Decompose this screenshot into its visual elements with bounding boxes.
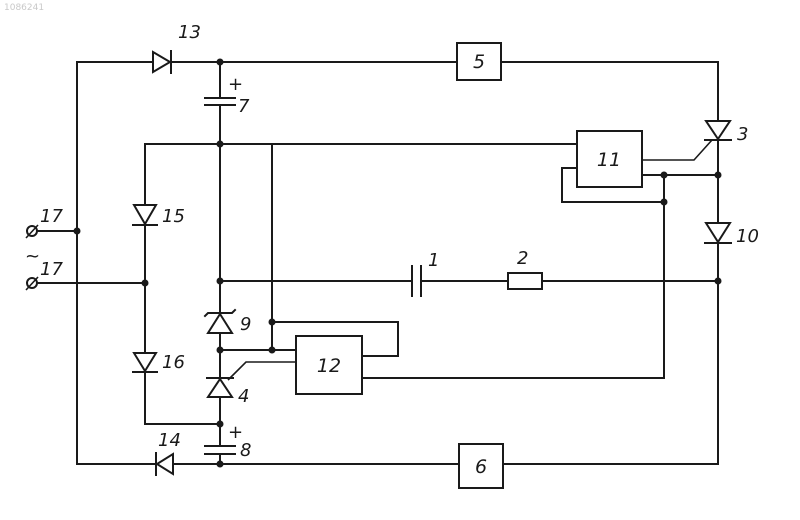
label-17-lower: 17 (40, 259, 63, 280)
zener-9 (205, 310, 235, 333)
capacitor-7 (205, 98, 235, 105)
terminal-17-lower (26, 277, 38, 290)
thyristor-3 (705, 121, 731, 140)
ac-symbol: ~ (25, 246, 40, 267)
label-16: 16 (162, 352, 185, 373)
diode-14 (156, 453, 173, 475)
label-17-upper: 17 (40, 206, 63, 227)
diode-10 (705, 223, 731, 243)
diode-13 (153, 51, 171, 73)
corner-reference: 1086241 (4, 3, 44, 13)
block-11-label: 11 (597, 149, 621, 171)
plus-7: + (228, 74, 243, 95)
block-12-label: 12 (317, 355, 341, 377)
block-6-label: 6 (475, 456, 487, 478)
label-13: 13 (178, 22, 201, 43)
block-12: 12 (296, 336, 362, 394)
label-15: 15 (162, 206, 185, 227)
capacitor-1 (412, 266, 421, 296)
label-4: 4 (238, 386, 249, 407)
diode-15 (133, 205, 157, 225)
diode-16 (133, 353, 157, 372)
label-8: 8 (240, 440, 251, 461)
block-5-label: 5 (473, 51, 485, 73)
label-1: 1 (428, 250, 439, 271)
capacitor-8 (205, 446, 235, 454)
label-14: 14 (158, 430, 181, 451)
label-10: 10 (736, 226, 759, 247)
label-7: 7 (238, 96, 250, 117)
label-9: 9 (240, 314, 251, 335)
label-3: 3 (737, 124, 748, 145)
terminal-17-upper (26, 225, 38, 238)
junction-dots (74, 59, 722, 468)
block-5: 5 (457, 43, 501, 80)
wires (37, 62, 718, 464)
block-6: 6 (459, 444, 503, 488)
resistor-2 (508, 273, 542, 289)
label-2: 2 (517, 248, 528, 269)
thyristor-4 (207, 378, 233, 397)
block-11: 11 (577, 131, 642, 187)
